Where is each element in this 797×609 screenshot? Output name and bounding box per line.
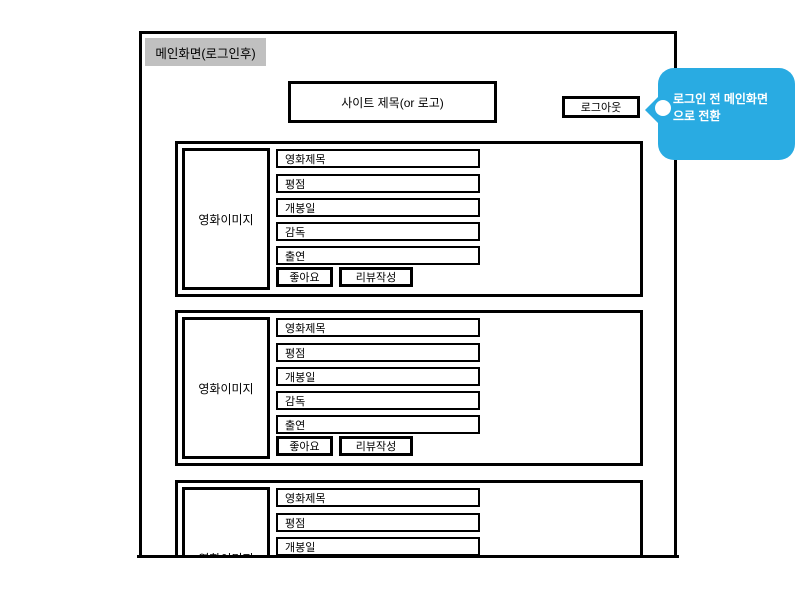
write-review-button[interactable]: 리뷰작성 — [339, 436, 413, 456]
wireframe-canvas: 메인화면(로그인후) 사이트 제목(or 로고) 로그아웃 영화이미지 영화제목… — [137, 31, 795, 558]
site-title-label: 사이트 제목(or 로고) — [341, 95, 444, 110]
release-date-field: 개봉일 — [276, 198, 480, 217]
release-date-field-label: 개봉일 — [285, 541, 316, 554]
like-button[interactable]: 좋아요 — [276, 267, 333, 287]
logout-button[interactable]: 로그아웃 — [562, 96, 640, 118]
movie-title-field-label: 영화제목 — [285, 153, 326, 166]
callout-text-line1: 로그인 전 메인화면 — [673, 92, 768, 106]
release-date-field: 개봉일 — [276, 367, 480, 386]
callout-text-line2: 으로 전환 — [673, 109, 721, 123]
movie-image-label: 영화이미지 — [198, 550, 253, 559]
movie-image-placeholder: 영화이미지 — [182, 487, 270, 558]
rating-field-label: 평점 — [285, 347, 306, 360]
cast-field: 출연 — [276, 415, 480, 434]
like-button-label: 좋아요 — [289, 441, 320, 453]
movie-card: 영화이미지 영화제목 평점 개봉일 감독 출연 좋아요 리뷰작성 — [175, 480, 643, 558]
like-button[interactable]: 좋아요 — [276, 436, 333, 456]
movie-card: 영화이미지 영화제목 평점 개봉일 감독 출연 좋아요 리뷰작성 — [175, 141, 643, 297]
screen-title: 메인화면(로그인후) — [155, 46, 256, 61]
movie-title-field: 영화제목 — [276, 488, 480, 507]
cast-field-label: 출연 — [285, 419, 306, 432]
movie-title-field-label: 영화제목 — [285, 492, 326, 505]
like-button-label: 좋아요 — [289, 272, 320, 284]
movie-image-placeholder: 영화이미지 — [182, 317, 270, 459]
write-review-button-label: 리뷰작성 — [355, 272, 397, 284]
logout-button-label: 로그아웃 — [580, 102, 622, 114]
movie-image-placeholder: 영화이미지 — [182, 148, 270, 290]
cast-field: 출연 — [276, 246, 480, 265]
release-date-field: 개봉일 — [276, 537, 480, 556]
write-review-button-label: 리뷰작성 — [355, 441, 397, 453]
movie-title-field: 영화제목 — [276, 318, 480, 337]
annotation-callout-text: 로그인 전 메인화면 으로 전환 — [673, 91, 791, 125]
screen-title-chip: 메인화면(로그인후) — [145, 38, 266, 66]
write-review-button[interactable]: 리뷰작성 — [339, 267, 413, 287]
movie-card: 영화이미지 영화제목 평점 개봉일 감독 출연 좋아요 리뷰작성 — [175, 310, 643, 466]
director-field-label: 감독 — [285, 395, 306, 408]
director-field-label: 감독 — [285, 226, 306, 239]
movie-title-field: 영화제목 — [276, 149, 480, 168]
canvas-cutoff-line — [137, 555, 679, 558]
callout-tail-notch — [655, 100, 671, 116]
annotation-callout-bubble — [658, 68, 795, 160]
rating-field: 평점 — [276, 174, 480, 193]
release-date-field-label: 개봉일 — [285, 202, 316, 215]
rating-field-label: 평점 — [285, 178, 306, 191]
director-field: 감독 — [276, 222, 480, 241]
rating-field-label: 평점 — [285, 517, 306, 530]
site-title-box: 사이트 제목(or 로고) — [288, 81, 497, 123]
movie-image-label: 영화이미지 — [198, 381, 254, 396]
director-field: 감독 — [276, 391, 480, 410]
release-date-field-label: 개봉일 — [285, 371, 316, 384]
cast-field-label: 출연 — [285, 250, 306, 263]
movie-image-label: 영화이미지 — [198, 212, 254, 227]
movie-title-field-label: 영화제목 — [285, 322, 326, 335]
rating-field: 평점 — [276, 513, 480, 532]
rating-field: 평점 — [276, 343, 480, 362]
